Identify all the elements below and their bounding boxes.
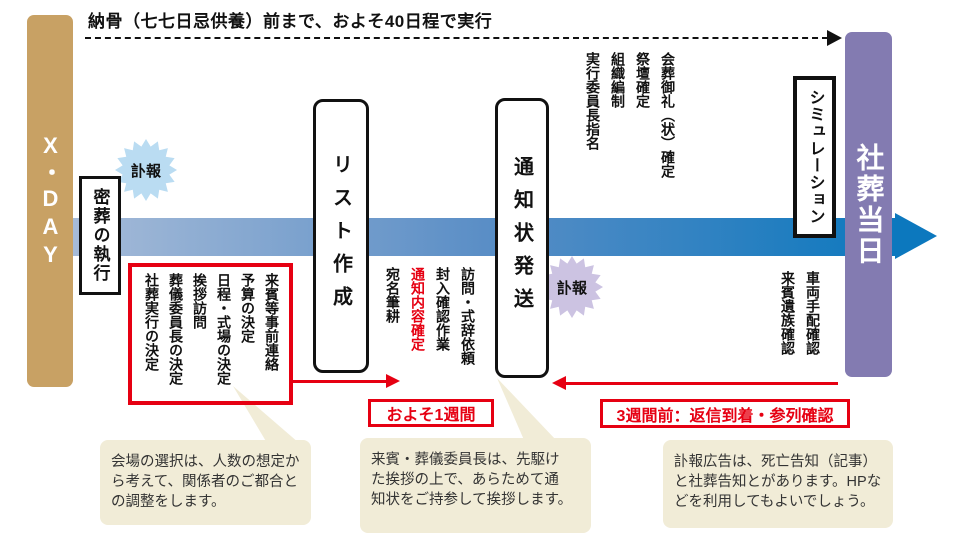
- list-creation-label: リスト作成: [329, 153, 352, 319]
- phase4-checklist: 車両手配確認 来賓遺族確認: [773, 271, 825, 363]
- duration-dashed-line: [85, 37, 828, 39]
- list-creation-box: リスト作成: [313, 99, 369, 373]
- phase3-checklist: 会葬御礼（状）確定 祭壇確定 組織編制 実行委員長指名: [578, 52, 680, 184]
- duration-header-label: 納骨（七七日忌供養）前まで、およそ40日程で実行: [88, 12, 493, 31]
- note1-callout-wedge: [233, 386, 299, 443]
- notification-dispatch-label: 通知状発送: [510, 155, 533, 321]
- obituary-starburst-right: 訃報: [541, 256, 603, 318]
- starburst-icon: [115, 139, 177, 201]
- red-arrow-right-line: [293, 380, 388, 383]
- phase1-checklist-box: 来賓等事前連絡 予算の決定 日程・式場の決定 挨拶訪問 葬儀委員長の決定 社葬実…: [128, 263, 293, 405]
- checklist-item: 挨拶訪問: [192, 273, 208, 329]
- checklist-item: 来賓等事前連絡: [264, 273, 280, 371]
- note-greeting-visit: 来賓・葬儀委員長は、先駆け た挨拶の上で、あらためて通 知状をご持参して挨拶しま…: [360, 438, 591, 533]
- checklist-item: 社葬実行の決定: [144, 273, 160, 371]
- xday-bar: X・DAY: [27, 15, 73, 387]
- red-arrow-right-head-icon: [386, 374, 400, 388]
- checklist-item: 日程・式場の決定: [216, 273, 232, 385]
- checklist-item: 葬儀委員長の決定: [168, 273, 184, 385]
- funeral-day-label: 社葬当日: [853, 142, 885, 267]
- notification-dispatch-box: 通知状発送: [495, 98, 549, 378]
- checklist-item: 訪問・式辞依頼: [460, 267, 476, 365]
- note-obituary-ad: 訃報広告は、死亡告知（記事） と社葬告知とがあります。HPな どを利用してもよい…: [663, 440, 893, 528]
- private-funeral-box: 密葬の執行: [79, 176, 121, 295]
- checklist-item: 組織編制: [610, 52, 626, 108]
- checklist-item: 宛名筆耕: [385, 267, 401, 323]
- checklist-item: 実行委員長指名: [585, 52, 601, 150]
- checklist-item: 会葬御礼（状）確定: [660, 52, 676, 178]
- starburst-icon: [541, 256, 603, 318]
- checklist-item: 車両手配確認: [805, 271, 821, 355]
- simulation-box: シミュレーション: [793, 76, 836, 238]
- xday-label: X・DAY: [38, 132, 63, 270]
- note2-callout-wedge: [497, 378, 556, 440]
- private-funeral-label: 密葬の執行: [90, 188, 110, 283]
- checklist-item: 封入確認作業: [435, 267, 451, 351]
- red-arrow-left-line: [566, 382, 838, 385]
- simulation-label: シミュレーション: [806, 89, 824, 225]
- checklist-item: 祭壇確定: [635, 52, 651, 108]
- phase1-items: 来賓等事前連絡 予算の決定 日程・式場の決定 挨拶訪問 葬儀委員長の決定 社葬実…: [140, 273, 284, 399]
- obituary-label-right: 訃報: [556, 279, 587, 297]
- obituary-starburst-left: 訃報: [115, 139, 177, 201]
- duration-arrowhead-icon: [827, 30, 842, 46]
- blue-timeline-arrow: [73, 213, 937, 259]
- checklist-item-highlighted: 通知内容確定: [410, 267, 426, 351]
- obituary-label-left: 訃報: [130, 162, 161, 180]
- note-venue-selection: 会場の選択は、人数の想定か ら考えて、関係者のご都合と の調整をします。: [100, 440, 311, 525]
- phase2-checklist: 訪問・式辞依頼 封入確認作業 通知内容確定 宛名筆耕: [378, 267, 480, 379]
- checklist-item: 来賓遺族確認: [780, 271, 796, 355]
- three-weeks-label: 3週間前：返信到着・参列確認: [600, 399, 850, 428]
- funeral-day-bar: 社葬当日: [845, 32, 892, 377]
- red-arrow-left-head-icon: [552, 376, 566, 390]
- one-week-label: およそ1週間: [368, 399, 494, 427]
- checklist-item: 予算の決定: [240, 273, 256, 343]
